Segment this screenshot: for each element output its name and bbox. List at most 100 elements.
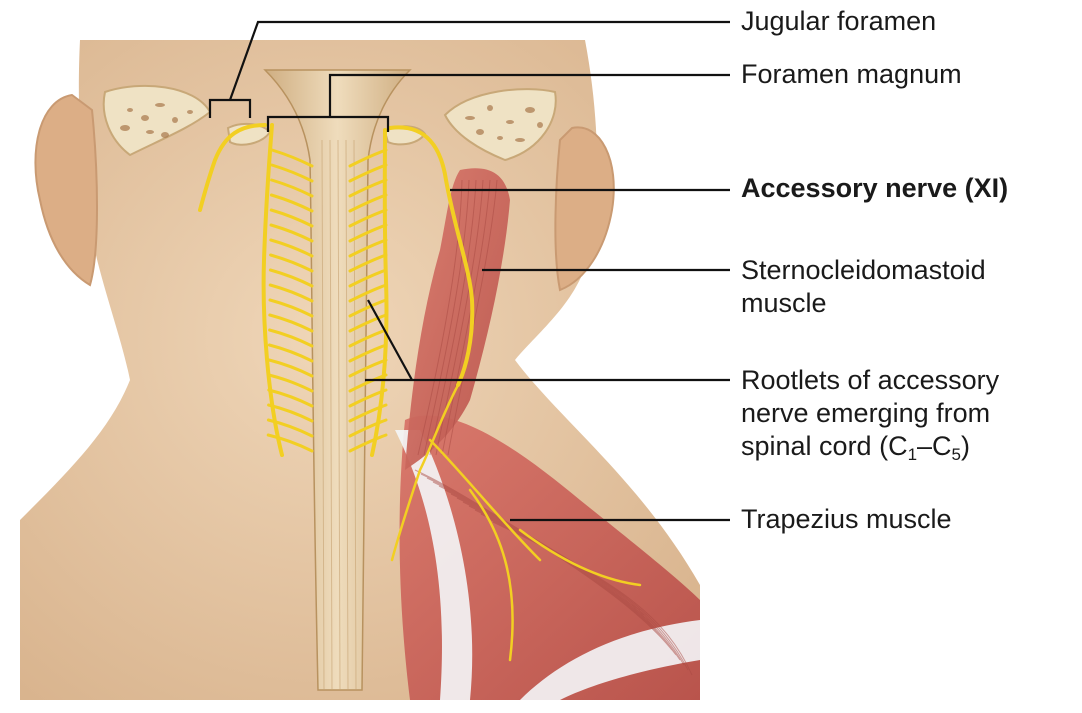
rootlets-sub-c1: 1 bbox=[907, 445, 918, 464]
bone-pore bbox=[187, 110, 193, 114]
label-trapezius: Trapezius muscle bbox=[741, 503, 952, 536]
left-rootlet bbox=[269, 238, 314, 258]
bone-pores bbox=[120, 103, 543, 142]
left-rootlet bbox=[269, 223, 314, 243]
bone-pore bbox=[476, 129, 484, 135]
nerve-to-trapezius bbox=[390, 383, 642, 662]
right-rootlet bbox=[348, 433, 388, 453]
bone-pore bbox=[146, 130, 154, 134]
bone-pore bbox=[515, 138, 525, 142]
right-rootlet bbox=[348, 418, 388, 438]
right-rootlet bbox=[348, 343, 388, 363]
rootlets-suffix: ) bbox=[961, 431, 971, 461]
left-rootlet bbox=[270, 148, 314, 168]
muscle-fibers bbox=[414, 179, 693, 676]
right-rootlet bbox=[348, 283, 388, 303]
leader-rootlets bbox=[365, 299, 730, 382]
left-nerve-exit bbox=[198, 123, 267, 212]
cord-striation bbox=[337, 139, 341, 691]
label-scm-line1: Sternocleidomastoid bbox=[741, 255, 986, 285]
trapezius-fiber bbox=[474, 509, 681, 661]
right-rootlet bbox=[348, 268, 388, 288]
label-rootlets-line3: spinal cord (C1–C5) bbox=[741, 430, 999, 463]
rootlets-sub-c5: 5 bbox=[951, 445, 962, 464]
bone-pore bbox=[127, 108, 133, 112]
left-rootlet bbox=[267, 373, 314, 393]
left-rootlet bbox=[266, 418, 314, 438]
left-rootlet bbox=[268, 268, 314, 288]
left-rootlet bbox=[267, 358, 314, 378]
label-scm-line2: muscle bbox=[741, 288, 827, 318]
right-accessory-trunk bbox=[370, 128, 389, 457]
cord-striation bbox=[345, 139, 349, 691]
left-rootlet bbox=[267, 343, 314, 363]
trapezius-fiber bbox=[462, 501, 673, 651]
left-rootlet bbox=[269, 253, 314, 273]
scm-fiber bbox=[417, 179, 463, 456]
left-accessory-trunk bbox=[261, 123, 284, 457]
label-jugular-foramen-text: Jugular foramen bbox=[741, 6, 937, 36]
left-rootlet bbox=[268, 313, 314, 333]
label-rootlets-line1: Rootlets of accessory bbox=[741, 365, 1000, 395]
rootlets-dash: –C bbox=[917, 431, 952, 461]
leader-lines bbox=[208, 20, 730, 522]
bone-pore bbox=[497, 136, 503, 140]
trapezius-fiber bbox=[486, 517, 689, 671]
label-rootlets: Rootlets of accessory nerve emerging fro… bbox=[741, 364, 999, 463]
left-rootlet bbox=[268, 283, 314, 303]
label-trapezius-text: Trapezius muscle bbox=[741, 504, 952, 534]
leader-foramen-magnum bbox=[266, 73, 730, 132]
trapezius-tendon bbox=[395, 430, 473, 700]
right-rootlet bbox=[348, 253, 388, 273]
bone-pore bbox=[155, 103, 165, 107]
left-rootlet bbox=[266, 433, 314, 453]
rootlets-prefix: spinal cord (C bbox=[741, 431, 908, 461]
trapezius-lower-tendon bbox=[520, 620, 700, 700]
bone-pore bbox=[525, 107, 535, 113]
spinal-cord-striations bbox=[321, 139, 357, 691]
bone-pore bbox=[506, 120, 514, 124]
bone-pore bbox=[537, 122, 543, 128]
right-rootlet bbox=[348, 313, 388, 333]
trapezius-fiber bbox=[480, 513, 685, 666]
spinal-cord bbox=[263, 69, 412, 691]
cord-striation bbox=[329, 139, 333, 691]
label-accessory-nerve-text: Accessory nerve (XI) bbox=[741, 173, 1009, 203]
right-rootlet bbox=[348, 328, 388, 348]
cord-striation bbox=[321, 139, 325, 691]
bone-pore bbox=[161, 132, 169, 138]
leader-jugular-foramen bbox=[208, 20, 730, 118]
trapezius-fiber bbox=[492, 521, 693, 676]
label-sternocleidomastoid: Sternocleidomastoid muscle bbox=[741, 254, 986, 320]
cord-striation bbox=[353, 139, 357, 691]
bone-pore bbox=[487, 105, 493, 111]
label-jugular-foramen: Jugular foramen bbox=[741, 5, 936, 38]
accessory-nerve bbox=[198, 123, 642, 662]
left-rootlet bbox=[267, 388, 314, 408]
scm-fiber bbox=[423, 179, 470, 456]
label-foramen-magnum-text: Foramen magnum bbox=[741, 59, 962, 89]
left-rootlet bbox=[269, 208, 314, 228]
right-ear bbox=[554, 126, 615, 292]
right-rootlet bbox=[348, 298, 388, 318]
label-rootlets-line2: nerve emerging from bbox=[741, 398, 991, 428]
bone-pore bbox=[120, 125, 130, 131]
bone-pore bbox=[141, 115, 149, 121]
right-rootlet bbox=[348, 403, 388, 423]
left-rootlet bbox=[270, 178, 314, 198]
bone-pore bbox=[465, 116, 475, 120]
spinal-cord-shape bbox=[263, 69, 412, 691]
left-rootlet bbox=[268, 298, 314, 318]
left-rootlet bbox=[269, 193, 314, 213]
left-rootlet bbox=[270, 163, 314, 183]
scm-fiber bbox=[429, 179, 477, 456]
label-foramen-magnum: Foramen magnum bbox=[741, 58, 962, 91]
muscles bbox=[395, 168, 700, 700]
right-nerve-course bbox=[388, 125, 475, 387]
left-rootlet bbox=[268, 328, 314, 348]
right-bone-section bbox=[443, 88, 557, 162]
trapezius-muscle-shape bbox=[399, 415, 700, 700]
left-bone-section bbox=[102, 84, 212, 157]
